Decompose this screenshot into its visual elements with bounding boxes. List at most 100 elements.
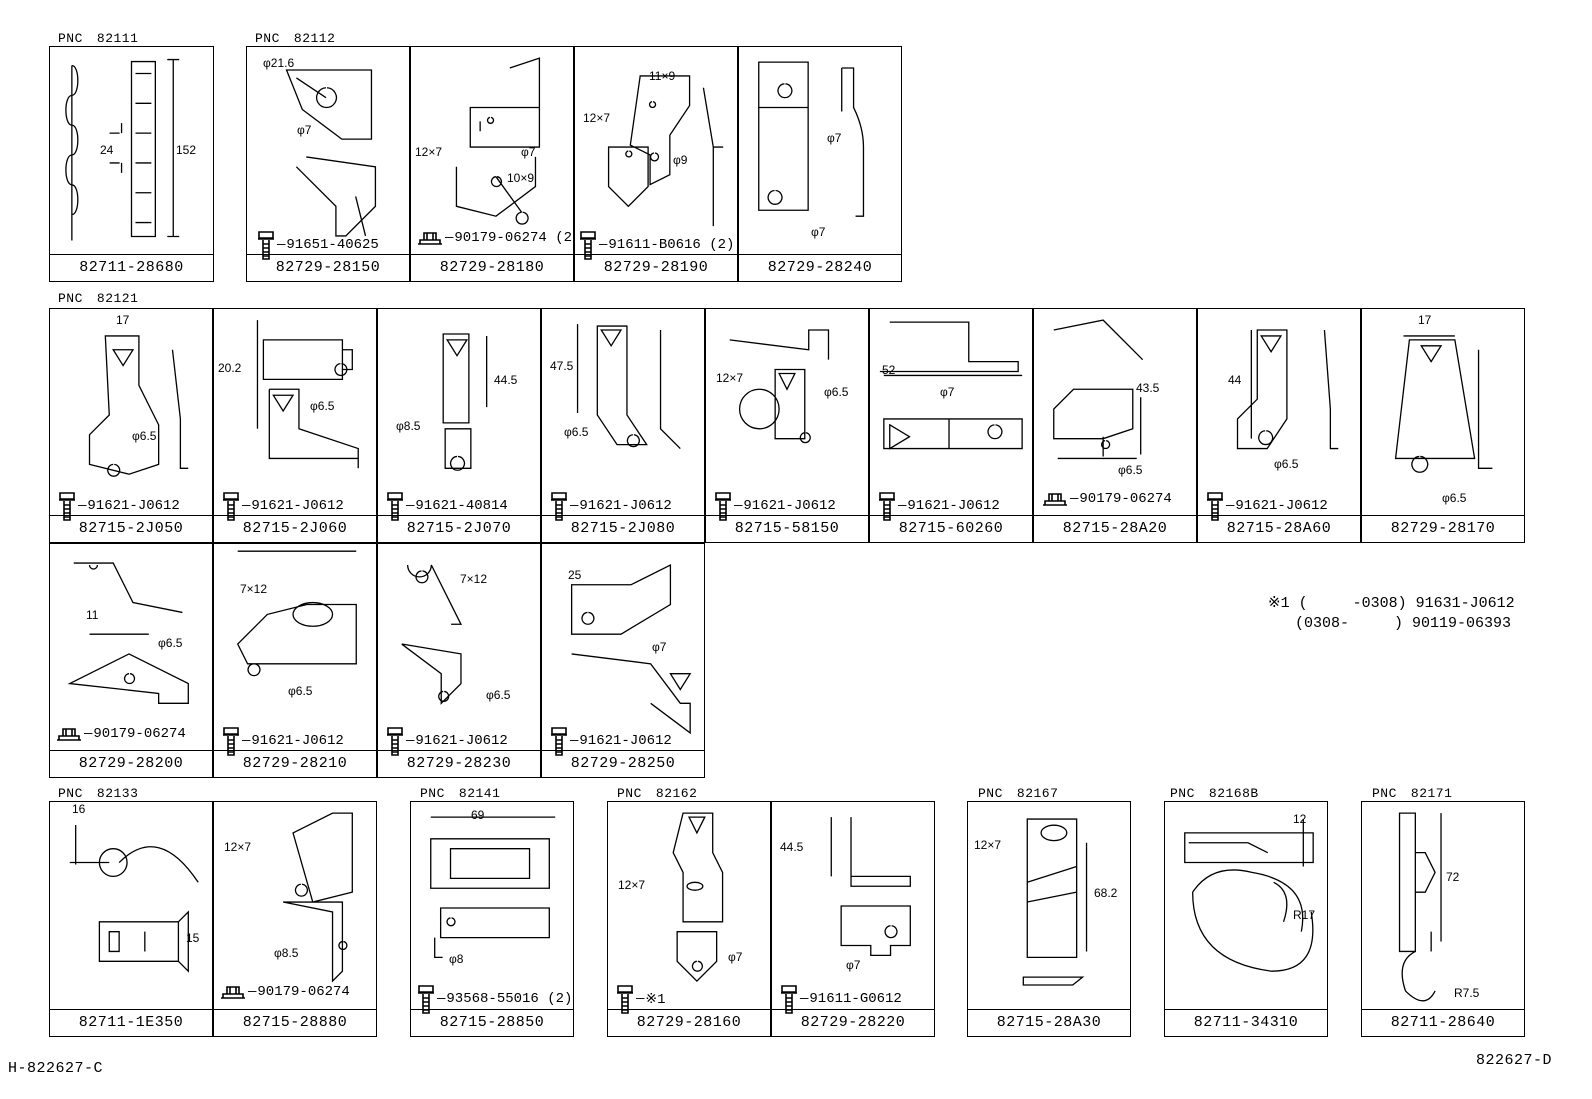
hex-bolt-icon	[58, 491, 76, 521]
dimension-label: φ6.5	[1118, 463, 1143, 477]
part-number[interactable]: 82729-28190	[575, 254, 737, 281]
part-number[interactable]: 82711-28680	[50, 254, 213, 281]
part-illustration	[50, 47, 213, 255]
part-illustration	[1034, 309, 1196, 516]
part-number[interactable]: 82715-60260	[870, 515, 1032, 542]
part-number[interactable]: 82715-28A20	[1034, 515, 1196, 542]
fastener-callout: —91621-40814	[386, 491, 508, 521]
part-number[interactable]: 82715-28A60	[1198, 515, 1360, 542]
hex-bolt-icon	[386, 726, 404, 756]
dimension-label: 69	[471, 808, 485, 822]
fastener-part-number: 90179-06274	[1079, 491, 1172, 507]
part-illustration	[706, 309, 868, 516]
fastener-part-number: ※1	[645, 991, 666, 1008]
fastener-part-number: 90179-06274	[93, 726, 186, 742]
fastener-callout: —91621-J0612	[550, 726, 672, 756]
part-illustration	[1198, 309, 1360, 516]
part-illustration	[50, 802, 212, 1010]
dimension-label: 152	[176, 143, 197, 157]
part-number[interactable]: 82715-2J060	[214, 515, 376, 542]
dimension-label: 11	[86, 608, 99, 622]
part-illustration	[968, 802, 1130, 1010]
dimension-label: φ6.5	[158, 636, 183, 650]
part-number[interactable]: 82729-28160	[608, 1009, 770, 1036]
dimension-label: φ6.5	[310, 399, 335, 413]
part-number[interactable]: 82715-28880	[214, 1009, 376, 1036]
part-number[interactable]: 82711-34310	[1165, 1009, 1327, 1036]
dimension-label: φ7	[846, 958, 861, 972]
dimension-label: 47.5	[550, 359, 574, 373]
hex-bolt-icon	[714, 491, 732, 521]
dimension-label: 12×7	[618, 878, 646, 892]
dimension-label: 44.5	[494, 373, 518, 387]
dimension-label: 12×7	[415, 145, 443, 159]
bolt-note: ※1 ( -0308) 91631-J0612 (0308- ) 90119-0…	[1268, 595, 1515, 632]
dimension-label: 7×12	[460, 572, 488, 586]
hex-bolt-icon	[579, 230, 597, 260]
dimension-label: 20.2	[218, 361, 242, 375]
part-number[interactable]: 82715-28850	[411, 1009, 573, 1036]
hex-bolt-icon	[878, 491, 896, 521]
part-number[interactable]: 82729-28170	[1362, 515, 1524, 542]
part-illustration	[214, 309, 376, 516]
drawing-id-left: H-822627-C	[8, 1060, 104, 1077]
dimension-label: R17	[1293, 908, 1316, 922]
flange-nut-icon	[1042, 492, 1068, 506]
dimension-label: 12×7	[716, 371, 744, 385]
part-number[interactable]: 82715-2J080	[542, 515, 704, 542]
part-illustration	[870, 309, 1032, 516]
part-number[interactable]: 82729-28180	[411, 254, 573, 281]
dimension-label: 12×7	[583, 111, 611, 125]
part-number[interactable]: 82729-28210	[214, 750, 376, 777]
dimension-label: 25	[568, 568, 582, 582]
part-number[interactable]: 82729-28230	[378, 750, 540, 777]
fastener-part-number: 91621-J0612	[907, 498, 1000, 514]
fastener-part-number: 91621-J0612	[743, 498, 836, 514]
fastener-callout: —90179-06274 (2)	[417, 230, 580, 246]
fastener-callout: —91621-J0612	[222, 491, 344, 521]
part-number[interactable]: 82715-2J050	[50, 515, 212, 542]
fastener-callout: —91621-J0612	[714, 491, 836, 521]
part-illustration	[50, 309, 212, 516]
part-number[interactable]: 82729-28150	[247, 254, 409, 281]
part-illustration	[411, 802, 573, 1010]
part-number[interactable]: 82729-28250	[542, 750, 704, 777]
part-illustration	[214, 802, 376, 1010]
dimension-label: φ6.5	[288, 684, 313, 698]
part-number[interactable]: 82729-28220	[772, 1009, 934, 1036]
hex-bolt-icon	[386, 491, 404, 521]
part-number[interactable]: 82715-2J070	[378, 515, 540, 542]
part-illustration	[542, 309, 704, 516]
part-number[interactable]: 82729-28240	[739, 254, 901, 281]
fastener-part-number: 91651-40625	[286, 237, 379, 253]
fastener-part-number: 91621-J0612	[415, 733, 508, 749]
fastener-callout: —91621-J0612	[58, 491, 180, 521]
dimension-label: φ6.5	[1442, 491, 1467, 505]
part-number[interactable]: 82715-58150	[706, 515, 868, 542]
part-illustration	[1165, 802, 1327, 1010]
part-number[interactable]: 82729-28200	[50, 750, 212, 777]
part-number[interactable]: 82711-1E350	[50, 1009, 212, 1036]
dimension-label: 24	[100, 143, 114, 157]
fastener-part-number: 91621-J0612	[579, 733, 672, 749]
dimension-label: 10×9	[507, 171, 535, 185]
part-illustration	[247, 47, 409, 255]
part-number[interactable]: 82711-28640	[1362, 1009, 1524, 1036]
part-number[interactable]: 82715-28A30	[968, 1009, 1130, 1036]
